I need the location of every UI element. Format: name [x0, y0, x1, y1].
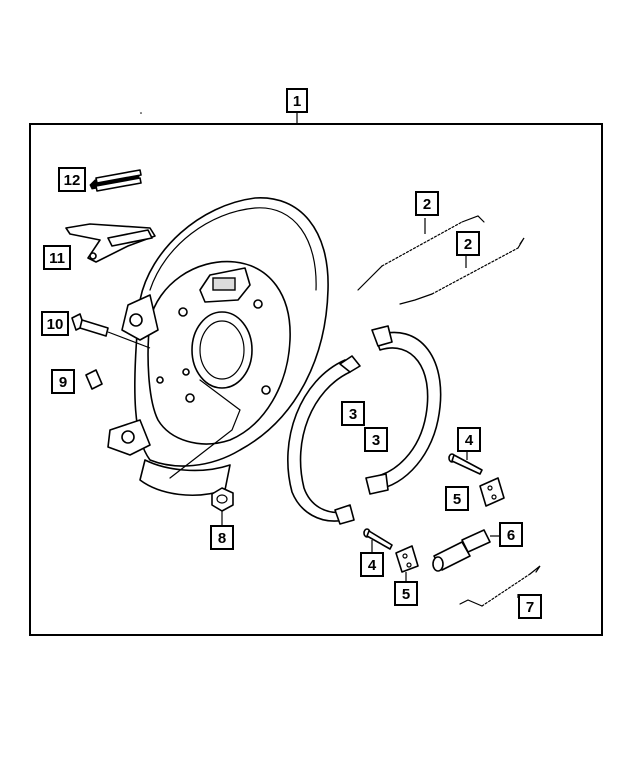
- callout-7[interactable]: 7: [518, 594, 542, 619]
- part-5-clip-lower: [395, 545, 419, 582]
- callout-3b-label: 3: [372, 432, 380, 449]
- part-3-brake-shoe-left: [287, 355, 361, 525]
- part-9-plug: [85, 369, 103, 390]
- part-7-spring: [459, 565, 541, 607]
- part-3-brake-shoe-right: [365, 325, 442, 495]
- callout-10[interactable]: 10: [41, 311, 69, 336]
- callout-2b[interactable]: 2: [456, 231, 480, 256]
- callout-11[interactable]: 11: [43, 245, 71, 270]
- callout-2b-label: 2: [464, 236, 472, 253]
- callout-3b[interactable]: 3: [364, 427, 388, 452]
- part-5-clip-upper: [479, 477, 505, 507]
- part-4-pin-lower: [363, 528, 393, 553]
- callout-1-label: 1: [293, 93, 301, 110]
- callout-4a[interactable]: 4: [457, 427, 481, 452]
- part-8-nut: [211, 487, 234, 526]
- callout-1[interactable]: 1: [286, 88, 308, 113]
- callout-9[interactable]: 9: [51, 369, 75, 394]
- callout-8-label: 8: [218, 530, 226, 547]
- callout-4a-label: 4: [465, 432, 474, 449]
- callout-5a[interactable]: 5: [445, 486, 469, 511]
- callout-3a[interactable]: 3: [341, 401, 365, 426]
- callout-12[interactable]: 12: [58, 167, 86, 192]
- callout-2a-label: 2: [423, 196, 431, 213]
- callout-4b[interactable]: 4: [360, 552, 384, 577]
- callout-5b-label: 5: [402, 586, 410, 603]
- callout-4b-label: 4: [368, 557, 377, 574]
- part-2-spring-lower: [399, 237, 525, 305]
- callout-5b[interactable]: 5: [394, 581, 418, 606]
- part-12-shims: [89, 169, 142, 192]
- part-6-adjuster: [432, 529, 500, 572]
- stray-dot: [140, 112, 142, 114]
- callout-3a-label: 3: [349, 406, 357, 423]
- part-4-pin-upper: [448, 450, 483, 475]
- assembly-frame: [29, 123, 603, 636]
- backing-plate: [107, 197, 329, 496]
- callout-10-label: 10: [47, 316, 64, 333]
- part-10-bolt: [71, 313, 151, 349]
- callout-2a[interactable]: 2: [415, 191, 439, 216]
- callout-7-label: 7: [526, 599, 534, 616]
- callout-5a-label: 5: [453, 491, 461, 508]
- part-11-lever: [65, 223, 156, 263]
- callout-6-label: 6: [507, 527, 515, 544]
- callout-8[interactable]: 8: [210, 525, 234, 550]
- callout-11-label: 11: [49, 250, 65, 267]
- callout-9-label: 9: [59, 374, 67, 391]
- callout-6[interactable]: 6: [499, 522, 523, 547]
- callout-12-label: 12: [64, 172, 81, 189]
- part-2-spring-upper: [357, 215, 485, 291]
